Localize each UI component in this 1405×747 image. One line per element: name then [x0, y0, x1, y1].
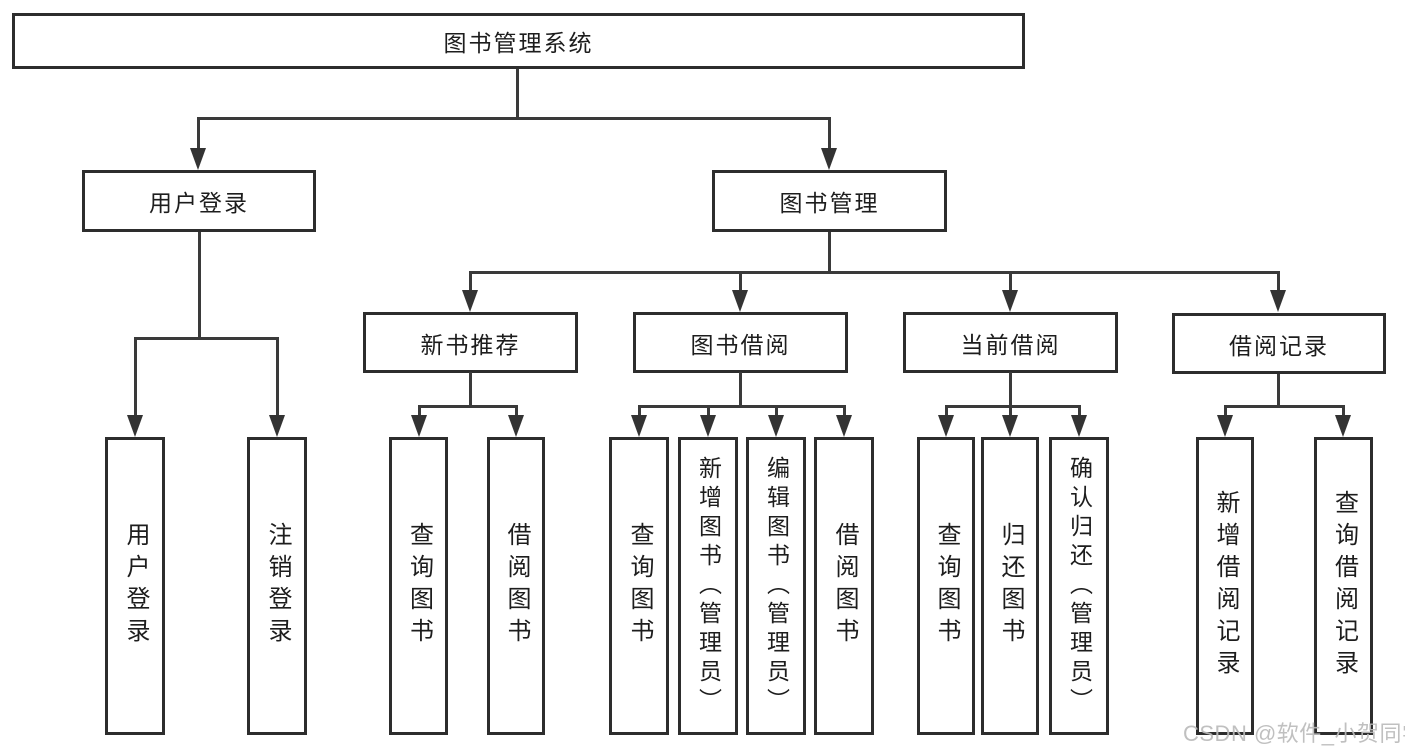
- node-label: 查询图书: [405, 522, 433, 650]
- connector-borrow-records-branch: [1224, 405, 1344, 408]
- node-label: 新书推荐: [420, 331, 521, 358]
- node-user-login: 用户登录: [82, 170, 316, 232]
- node-label: 确认归还（管理员）: [1066, 455, 1093, 717]
- connector-book-management-stem: [828, 232, 831, 273]
- node-current-borrow: 当前借阅: [903, 312, 1118, 373]
- arrow-down-icon: [1335, 415, 1351, 437]
- leaf-logout: 注销登录: [247, 437, 307, 735]
- node-label: 用户登录: [122, 522, 149, 650]
- node-new-book-recommend: 新书推荐: [363, 312, 578, 373]
- node-label: 图书管理: [779, 190, 880, 216]
- arrow-down-icon: [631, 415, 647, 437]
- connector-to-leaf: [1342, 405, 1345, 417]
- connector-new-book-branch: [418, 405, 517, 408]
- connector-level2-branch: [197, 117, 830, 120]
- connector-to-leaf: [1078, 405, 1081, 417]
- connector-borrow-records-stem: [1277, 374, 1280, 407]
- connector-new-book-stem: [469, 372, 472, 407]
- connector-root-stem: [516, 69, 519, 118]
- arrow-down-icon: [1002, 290, 1018, 312]
- leaf-user-login: 用户登录: [105, 437, 165, 735]
- connector-user-login-stem: [198, 232, 201, 339]
- node-label: 借阅图书: [831, 522, 858, 650]
- arrow-down-icon: [768, 415, 784, 437]
- connector-to-new-book: [469, 271, 472, 293]
- arrow-down-icon: [836, 415, 852, 437]
- connector-to-leaf: [418, 405, 421, 417]
- node-label: 查询图书: [933, 522, 960, 650]
- arrow-down-icon: [508, 415, 524, 437]
- arrow-down-icon: [700, 415, 716, 437]
- connector-level3-branch: [469, 271, 1280, 274]
- connector-user-login-branch: [134, 337, 279, 340]
- leaf-edit-books-admin: 编辑图书（管理员）: [746, 437, 806, 735]
- arrow-down-icon: [1270, 290, 1286, 312]
- connector-to-borrow-records: [1277, 271, 1280, 293]
- arrow-down-icon: [462, 290, 478, 312]
- arrow-down-icon: [269, 415, 285, 437]
- leaf-confirm-return-admin: 确认归还（管理员）: [1049, 437, 1109, 735]
- node-label: 借阅图书: [503, 522, 530, 650]
- connector-current-borrow-stem: [1009, 372, 1012, 407]
- connector-to-current-borrow: [1009, 271, 1012, 293]
- connector-to-user-login: [197, 117, 200, 150]
- arrow-down-icon: [411, 415, 427, 437]
- arrow-down-icon: [938, 415, 954, 437]
- arrow-down-icon: [1217, 415, 1233, 437]
- arrow-down-icon: [127, 415, 143, 437]
- connector-to-leaf: [945, 405, 948, 417]
- connector-to-leaf: [638, 405, 641, 417]
- leaf-add-borrow-record: 新增借阅记录: [1196, 437, 1254, 735]
- arrow-down-icon: [821, 148, 837, 170]
- connector-to-leaf: [515, 405, 518, 417]
- arrow-down-icon: [1071, 415, 1087, 437]
- csdn-watermark: CSDN @软件_小贺同学: [1183, 721, 1405, 746]
- connector-to-leaf: [775, 405, 778, 417]
- arrow-down-icon: [190, 148, 206, 170]
- node-label: 查询借阅记录: [1330, 490, 1358, 682]
- leaf-query-borrow-record: 查询借阅记录: [1314, 437, 1373, 735]
- leaf-return-books: 归还图书: [981, 437, 1039, 735]
- connector-to-leaf: [1224, 405, 1227, 417]
- connector-current-borrow-branch: [945, 405, 1080, 408]
- connector-book-borrow-branch: [638, 405, 846, 408]
- node-root-system: 图书管理系统: [12, 13, 1025, 69]
- connector-to-leaf: [1009, 405, 1012, 417]
- connector-to-book-borrow: [739, 271, 742, 293]
- leaf-query-books-current: 查询图书: [917, 437, 975, 735]
- leaf-add-books-admin: 新增图书（管理员）: [678, 437, 738, 735]
- connector-to-leaf: [843, 405, 846, 417]
- connector-to-book-management: [828, 117, 831, 150]
- node-label: 新增借阅记录: [1212, 490, 1239, 682]
- node-book-management: 图书管理: [712, 170, 947, 232]
- leaf-borrow-books: 借阅图书: [814, 437, 874, 735]
- node-label: 新增图书（管理员）: [695, 455, 722, 717]
- connector-to-leaf: [276, 337, 279, 417]
- node-book-borrow: 图书借阅: [633, 312, 848, 373]
- node-label: 编辑图书（管理员）: [763, 455, 790, 717]
- node-label: 用户登录: [149, 190, 249, 216]
- leaf-query-books-recommend: 查询图书: [389, 437, 448, 735]
- node-label: 借阅记录: [1229, 332, 1329, 359]
- arrow-down-icon: [732, 290, 748, 312]
- arrow-down-icon: [1002, 415, 1018, 437]
- leaf-query-books-borrow: 查询图书: [609, 437, 669, 735]
- node-borrow-records: 借阅记录: [1172, 313, 1386, 374]
- connector-book-borrow-stem: [739, 372, 742, 407]
- node-label: 查询图书: [626, 522, 653, 650]
- connector-to-leaf: [134, 337, 137, 417]
- node-label: 注销登录: [264, 522, 291, 650]
- node-label: 图书管理系统: [443, 30, 594, 56]
- node-label: 当前借阅: [960, 331, 1061, 358]
- leaf-borrow-books-recommend: 借阅图书: [487, 437, 545, 735]
- node-label: 归还图书: [997, 522, 1024, 650]
- node-label: 图书借阅: [690, 331, 791, 358]
- connector-to-leaf: [707, 405, 710, 417]
